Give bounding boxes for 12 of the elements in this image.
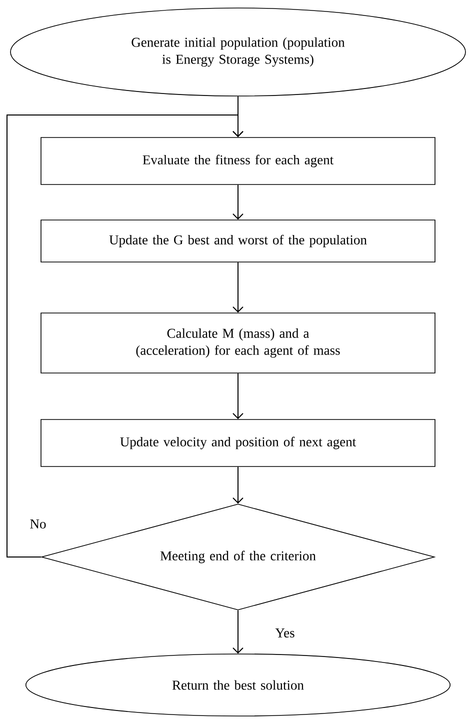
process-box: Evaluate the fitness for each agent <box>40 137 436 185</box>
process-box: Calculate M (mass) and a (acceleration) for each agent of mass <box>40 312 436 374</box>
arrow <box>232 262 244 313</box>
arrow <box>232 372 244 420</box>
arrow <box>232 610 244 654</box>
arrow <box>232 466 244 504</box>
process-box: Update velocity and position of next agent <box>40 419 436 467</box>
edge-label: Yes <box>275 628 294 638</box>
arrow <box>6 114 244 558</box>
edge-label: No <box>30 520 46 528</box>
process-box: Update the G best and worst of the population <box>40 220 436 262</box>
arrow <box>232 184 244 220</box>
